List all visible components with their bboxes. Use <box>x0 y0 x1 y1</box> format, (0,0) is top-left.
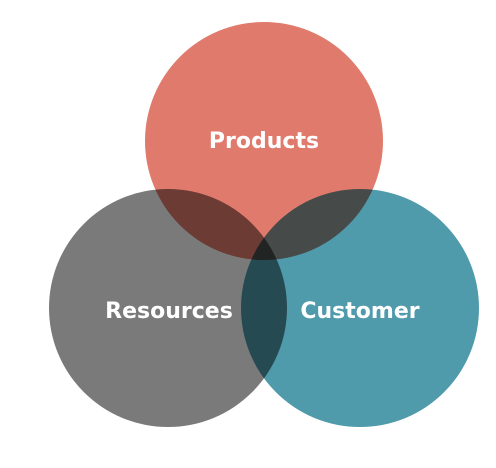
venn-labels: Products Resources Customer <box>105 129 420 324</box>
customer-label: Customer <box>300 299 419 324</box>
products-label: Products <box>209 129 319 154</box>
resources-label: Resources <box>105 299 233 324</box>
resources-circle <box>49 189 287 427</box>
venn-circles <box>49 22 479 427</box>
customer-circle <box>241 189 479 427</box>
